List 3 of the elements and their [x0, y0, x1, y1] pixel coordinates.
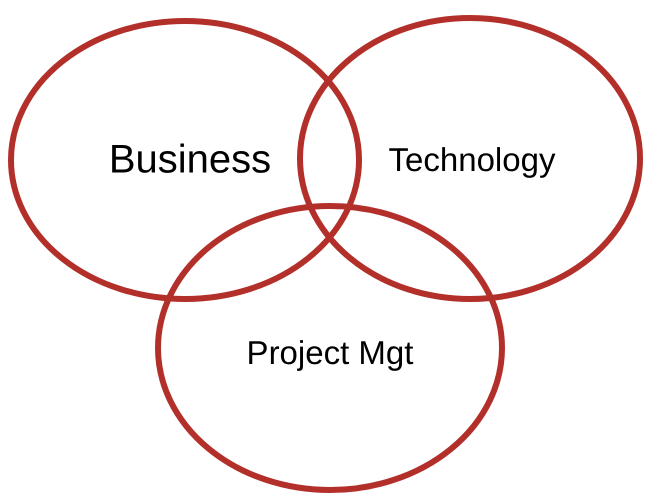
circle-label: Technology: [388, 141, 556, 179]
circle-label: Project Mgt: [246, 334, 414, 372]
circle-label: Business: [108, 138, 272, 182]
